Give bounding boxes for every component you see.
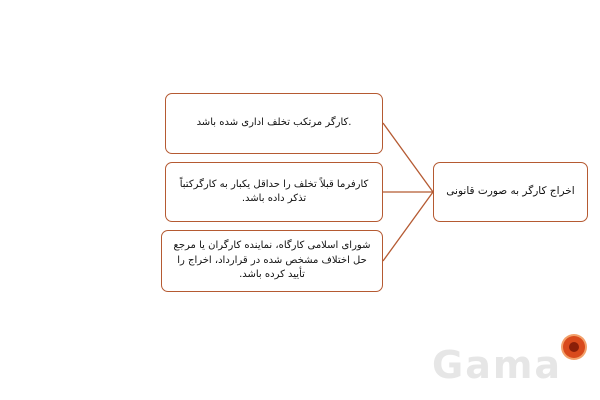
result-box: اخراج کارگر به صورت قانونی — [433, 162, 588, 222]
cause-box-1: .کارگر مرتکب تخلف اداری شده باشد — [165, 93, 383, 154]
connector-cause-1 — [382, 122, 434, 193]
cause-box-3: شورای اسلامی کارگاه، نماینده کارگران یا … — [161, 230, 383, 292]
cause-text-1: .کارگر مرتکب تخلف اداری شده باشد — [196, 117, 352, 129]
cause-text-3: شورای اسلامی کارگاه، نماینده کارگران یا … — [173, 240, 371, 281]
gama-logo-icon — [563, 336, 585, 358]
cause-box-2: کارفرما قبلاً تخلف را حداقل یکبار به کار… — [165, 162, 383, 222]
result-text: اخراج کارگر به صورت قانونی — [446, 185, 575, 198]
gama-watermark: Gama — [432, 343, 563, 387]
connector-cause-3 — [382, 191, 434, 262]
cause-text-2: کارفرما قبلاً تخلف را حداقل یکبار به کار… — [179, 178, 369, 205]
